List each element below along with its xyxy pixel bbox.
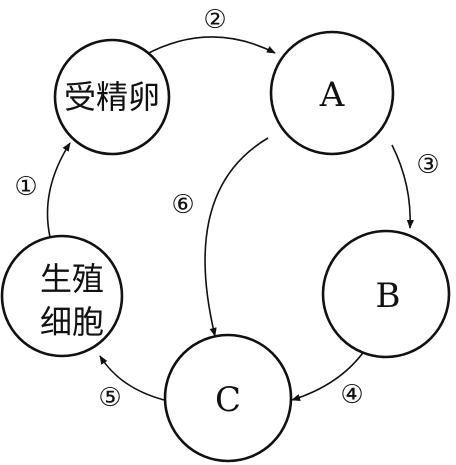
step-label-4: ④ — [340, 380, 363, 410]
step-label-6: ⑥ — [171, 190, 194, 220]
node-germ-cell: 生殖 细胞 — [0, 234, 124, 358]
step-label-5: ⑤ — [98, 383, 121, 413]
step-label-3: ③ — [416, 150, 439, 180]
step-label-1: ① — [14, 172, 37, 202]
node-germ-cell-label-line1: 生殖 — [40, 260, 104, 298]
node-a-label: A — [319, 75, 345, 115]
node-c: C — [163, 333, 293, 463]
arrow-a-to-b — [391, 144, 414, 229]
node-zygote: 受精卵 — [53, 38, 171, 156]
node-b-label: B — [376, 276, 401, 316]
node-germ-cell-label-line2: 细胞 — [40, 303, 104, 341]
step-label-2: ② — [203, 5, 226, 35]
node-zygote-label: 受精卵 — [64, 78, 160, 116]
arrow-c-to-germ-cell — [99, 355, 165, 401]
arrow-germ-cell-to-zygote — [46, 142, 71, 238]
arrow-zygote-to-a — [144, 36, 276, 56]
arrow-b-to-c — [291, 349, 366, 402]
node-c-label: C — [215, 380, 241, 420]
node-a: A — [269, 30, 395, 156]
node-b: B — [321, 229, 451, 359]
arrow-a-to-c — [204, 137, 269, 337]
